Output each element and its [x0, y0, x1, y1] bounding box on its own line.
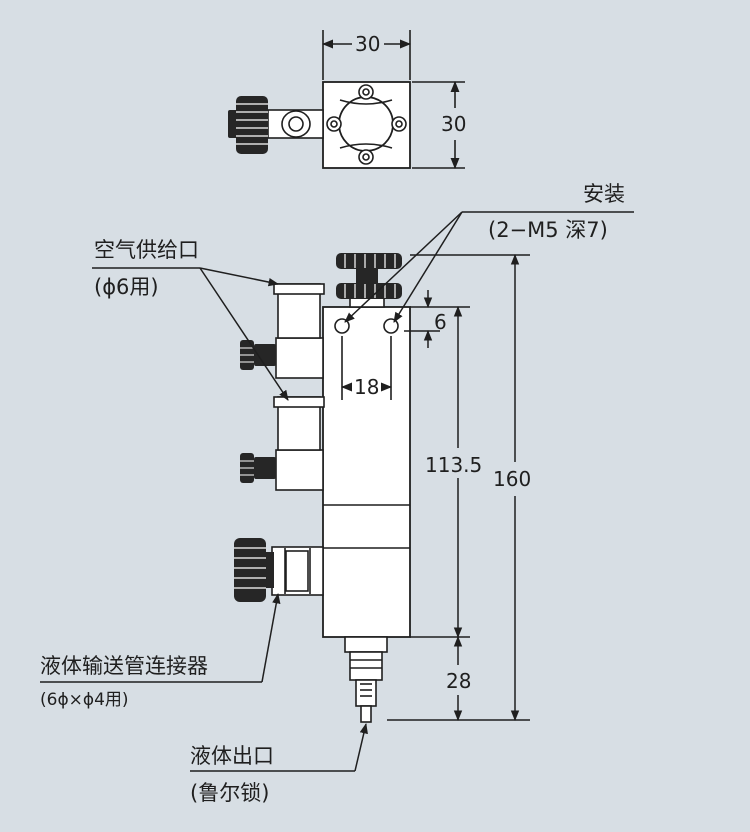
knurled-knob-top — [336, 253, 402, 299]
liquid-outlet-title: 液体出口 — [190, 744, 274, 768]
dim-top-width: 30 — [355, 32, 381, 56]
dim-body-length: 113.5 — [425, 453, 483, 477]
knurled-knob-liquid — [234, 538, 274, 602]
knurled-knob-side-1 — [240, 340, 276, 370]
liquid-connector-spec: (6ϕ×ϕ4用) — [40, 690, 129, 710]
top-view — [267, 30, 465, 170]
dim-total-length: 160 — [493, 467, 532, 491]
mount-spec: (2−M5 深7) — [488, 218, 608, 242]
knurled-knob-side-2 — [240, 453, 276, 483]
front-dimensions — [387, 253, 530, 722]
leader-lines — [40, 211, 634, 772]
dim-nozzle-length: 28 — [446, 669, 472, 693]
air-supply-title: 空气供给口 — [94, 238, 199, 262]
knurled-knob-top-view — [228, 96, 268, 154]
dim-top-height: 30 — [441, 112, 467, 136]
dim-hole-depth: 6 — [434, 310, 447, 334]
dim-hole-spacing: 18 — [354, 375, 380, 399]
liquid-connector-title: 液体输送管连接器 — [40, 654, 208, 678]
mount-title: 安装 — [583, 182, 625, 206]
liquid-outlet-spec: (鲁尔锁) — [190, 781, 270, 805]
front-view — [271, 283, 411, 723]
air-supply-spec: (ϕ6用) — [94, 275, 159, 299]
